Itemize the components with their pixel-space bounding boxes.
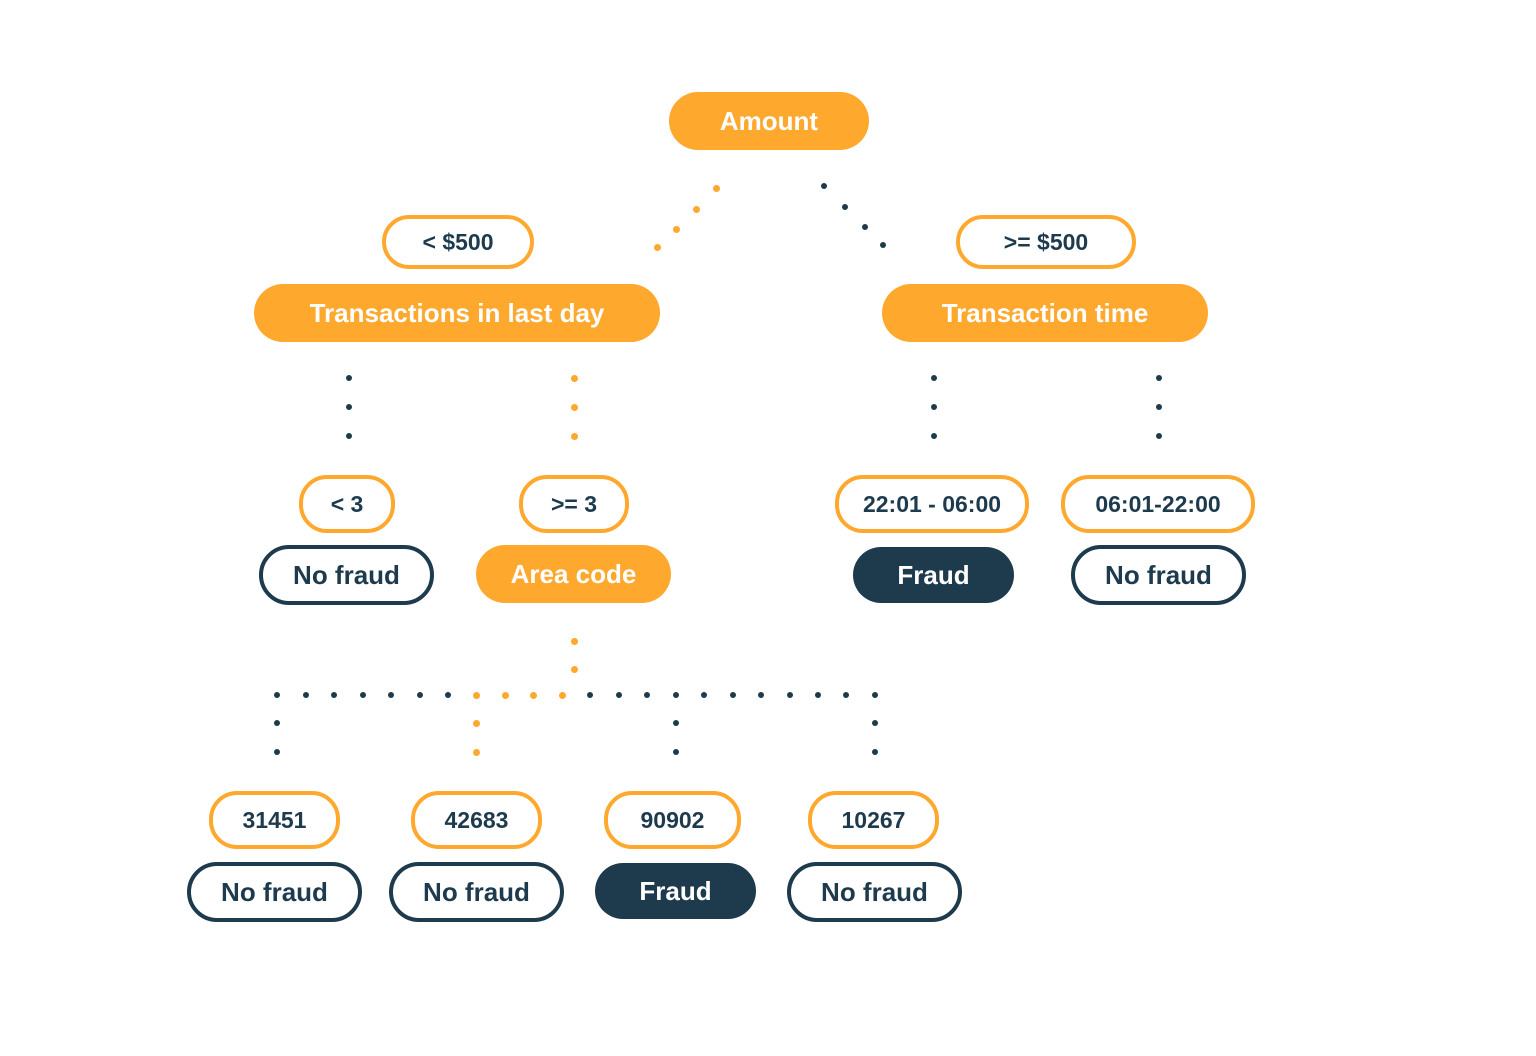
edge-label-transactions-less-3: < 3 — [299, 475, 395, 533]
connector-dot — [570, 665, 578, 673]
leaf-no-fraud: No fraud — [1071, 545, 1246, 605]
connector-dot — [931, 375, 937, 381]
connector-dot — [872, 720, 878, 726]
connector-dot — [570, 403, 578, 411]
leaf-no-fraud: No fraud — [259, 545, 434, 605]
connector-dot — [672, 225, 680, 233]
connector-dot — [673, 749, 679, 755]
connector-dot — [653, 243, 661, 251]
connector-dot — [274, 749, 280, 755]
connector-dot — [331, 692, 337, 698]
node-transaction-time: Transaction time — [882, 284, 1208, 342]
connector-dot — [472, 691, 480, 699]
edge-label-transactions-gte-3: >= 3 — [519, 475, 629, 533]
edge-label-time-day: 06:01-22:00 — [1061, 475, 1255, 533]
edge-label-amount-less-500: < $500 — [382, 215, 534, 269]
connector-dot — [587, 692, 593, 698]
root-node-amount: Amount — [669, 92, 869, 150]
connector-dot — [360, 692, 366, 698]
connector-dot — [842, 204, 848, 210]
connector-dot — [692, 205, 700, 213]
connector-dot — [712, 184, 720, 192]
connector-dot — [673, 720, 679, 726]
connector-dot — [529, 691, 537, 699]
connector-dot — [472, 719, 480, 727]
connector-dot — [862, 224, 868, 230]
connector-dot — [346, 404, 352, 410]
connector-dot — [570, 432, 578, 440]
node-transactions-in-last-day: Transactions in last day — [254, 284, 660, 342]
connector-dot — [931, 433, 937, 439]
connector-dot — [274, 720, 280, 726]
edge-label-area-code-10267: 10267 — [808, 791, 939, 849]
connector-dot — [570, 637, 578, 645]
connector-dot — [445, 692, 451, 698]
edge-label-time-night: 22:01 - 06:00 — [835, 475, 1029, 533]
connector-dot — [558, 691, 566, 699]
connector-dot — [821, 183, 827, 189]
leaf-no-fraud: No fraud — [787, 862, 962, 922]
connector-dot — [872, 692, 878, 698]
edge-label-area-code-42683: 42683 — [411, 791, 542, 849]
connector-dot — [1156, 404, 1162, 410]
leaf-no-fraud: No fraud — [389, 862, 564, 922]
connector-dot — [758, 692, 764, 698]
edge-label-amount-gte-500: >= $500 — [956, 215, 1136, 269]
connector-dot — [570, 374, 578, 382]
connector-dot — [872, 749, 878, 755]
connector-dot — [880, 242, 886, 248]
connector-dot — [346, 375, 352, 381]
connector-dot — [388, 692, 394, 698]
node-area-code: Area code — [476, 545, 671, 603]
connector-dot — [815, 692, 821, 698]
connector-dot — [303, 692, 309, 698]
connector-dot — [274, 692, 280, 698]
leaf-no-fraud: No fraud — [187, 862, 362, 922]
connector-dot — [1156, 375, 1162, 381]
connector-dot — [730, 692, 736, 698]
connector-dot — [346, 433, 352, 439]
connector-dot — [472, 748, 480, 756]
connector-dot — [616, 692, 622, 698]
leaf-fraud: Fraud — [595, 863, 756, 919]
connector-dot — [644, 692, 650, 698]
connector-dot — [931, 404, 937, 410]
edge-label-area-code-90902: 90902 — [604, 791, 741, 849]
edge-label-area-code-31451: 31451 — [209, 791, 340, 849]
leaf-fraud: Fraud — [853, 547, 1014, 603]
connector-dot — [1156, 433, 1162, 439]
connector-dot — [501, 691, 509, 699]
connector-dot — [673, 692, 679, 698]
connector-dot — [417, 692, 423, 698]
connector-dot — [787, 692, 793, 698]
connector-dot — [701, 692, 707, 698]
connector-dot — [843, 692, 849, 698]
